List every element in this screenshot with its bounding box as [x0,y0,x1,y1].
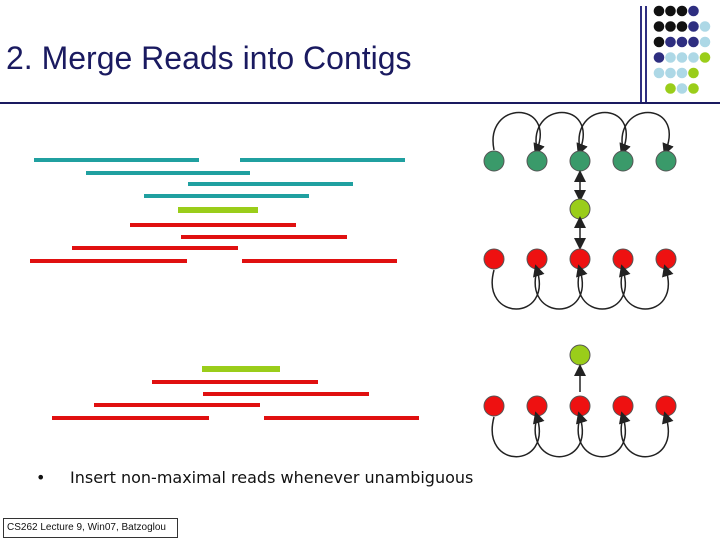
grid-dot [688,67,699,79]
grid-dot [688,21,699,32]
graph-node-green [483,150,505,172]
graph-node-red [612,248,634,270]
grid-dot [653,21,665,32]
grid-dot [665,83,676,94]
grid-dot [688,83,699,94]
grid-dot [676,36,688,48]
grid-dot [699,21,711,32]
graph-node-red [612,395,634,417]
graph-bottom [483,344,677,458]
graph-node-green [526,150,548,172]
grid-dot [688,5,699,17]
grid-dot [665,52,676,63]
grid-dot [665,67,676,79]
grid-dot [665,5,676,17]
reads-group-2 [52,366,419,420]
edge-loop [534,264,588,310]
edge-loop [492,111,545,156]
grid-dot [676,5,688,17]
grid-dot [653,67,665,79]
bullet-item: • Insert non-maximal reads whenever unamb… [36,468,473,487]
grid-dot [676,21,688,32]
reads-group-1 [30,158,405,263]
graph-node-lime [569,198,591,220]
grid-dot [699,36,711,48]
edge-loop [578,111,631,156]
bullet-marker: • [36,468,46,487]
graph-node-green [612,150,634,172]
graph-node-lime [569,344,591,366]
grid-dot [688,36,699,48]
edge-loop [535,111,588,156]
footer-label: CS262 Lecture 9, Win07, Batzoglou [3,518,178,538]
grid-dot [699,52,711,63]
grid-dot [665,21,676,32]
graph-node-red [483,248,505,270]
dot-grid-dots [653,5,711,94]
corner-dot-grid [640,5,711,104]
edge-loop [620,411,674,458]
title-divider [0,102,720,104]
grid-dot [653,52,665,63]
grid-dot [665,36,676,48]
graph-node-red [655,248,677,270]
grid-dot [676,83,688,94]
grid-dot [653,36,665,48]
graph-top [483,111,677,310]
edge-loop [534,411,588,458]
edge-loop [577,411,631,458]
edge-loop [577,264,631,310]
page-title: 2. Merge Reads into Contigs [6,40,412,76]
graph-node-red [483,395,505,417]
bullet-text: Insert non-maximal reads whenever unambi… [70,468,474,487]
graph-node-green [569,150,591,172]
edge-loop [620,264,674,310]
graph-node-red [526,395,548,417]
graph-node-red [655,395,677,417]
graph-node-red [526,248,548,270]
grid-dot [653,5,665,17]
graph-node-green [655,150,677,172]
edge-loop [491,264,545,310]
grid-dot [676,52,688,63]
graph-node-red [569,395,591,417]
grid-dot [688,52,699,63]
edge-loop [491,411,545,458]
grid-dot [676,67,688,79]
graph-node-red [569,248,591,270]
edge-loop [621,111,674,156]
